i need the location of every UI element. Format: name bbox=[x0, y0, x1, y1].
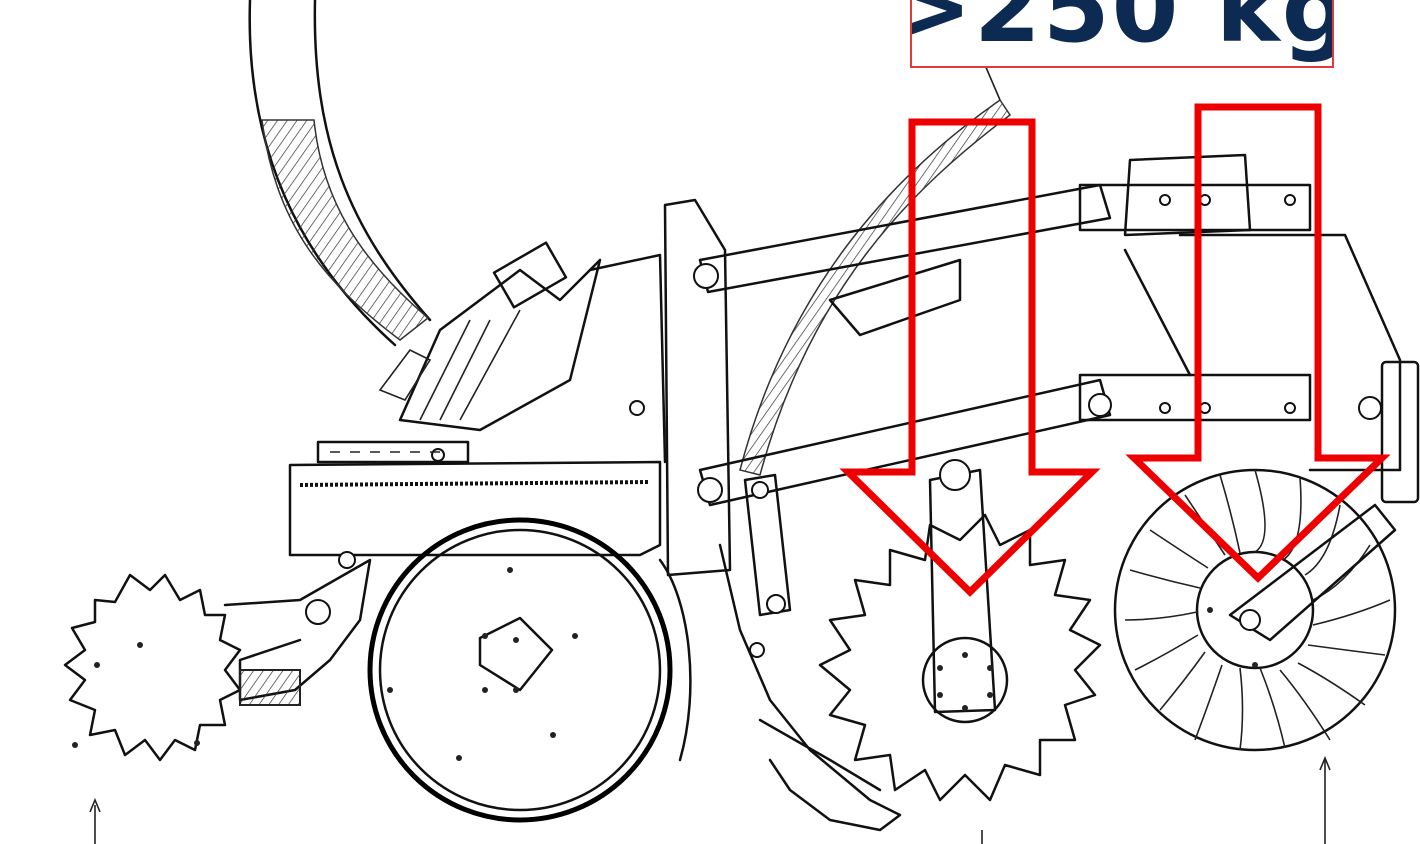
opener-shank bbox=[718, 473, 902, 832]
row-unit-frame bbox=[288, 253, 667, 557]
seed-hose bbox=[248, 0, 432, 347]
down-force-arrow-left bbox=[839, 118, 1101, 597]
seed-meter-assembly bbox=[378, 241, 602, 462]
gauge-wheel bbox=[367, 517, 692, 823]
down-force-arrow-right bbox=[1125, 103, 1391, 583]
front-cleaner-mechanism bbox=[223, 551, 372, 706]
front-row-cleaner-wheel bbox=[63, 573, 242, 762]
fertilizer-hose bbox=[739, 64, 1012, 476]
parallel-linkage bbox=[693, 153, 1420, 507]
mounting-plate bbox=[629, 198, 732, 577]
weight-label: >250 kg bbox=[910, 0, 1334, 64]
toothed-closing-wheel bbox=[818, 513, 1102, 802]
closing-wheel-arm bbox=[921, 459, 1009, 724]
callout-pointers bbox=[89, 755, 1331, 844]
weight-label-box: >250 kg bbox=[910, 0, 1334, 68]
spoked-press-wheel bbox=[1113, 468, 1397, 752]
